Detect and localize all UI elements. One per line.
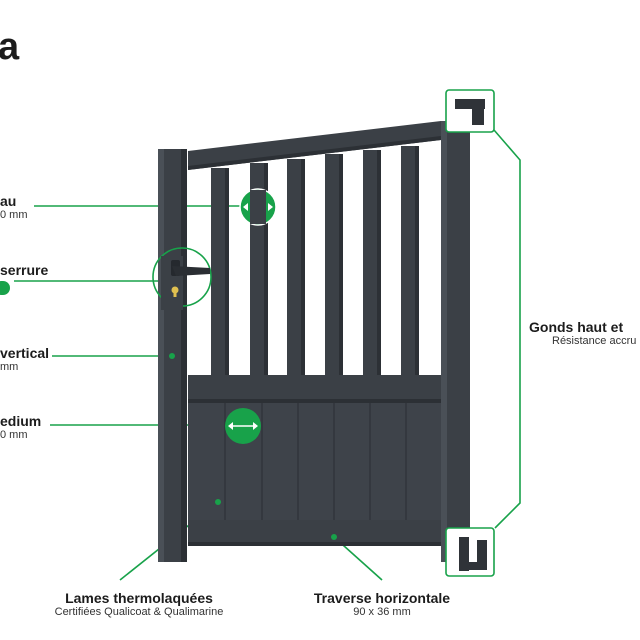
hinge-icon [445,527,495,577]
label-barreau-title: au [0,193,17,209]
label-montant-title: vertical [0,345,50,361]
bottom-rail [188,520,441,546]
double-arrow-icon [239,188,277,226]
label-traverse: Traverse horizontale 90 x 36 mm [300,590,464,618]
label-barreau-sub: 0 mm [0,209,28,221]
label-traverse-sub: 90 x 36 mm [353,606,411,618]
product-title: a [0,26,20,68]
lock-detail [152,247,212,310]
label-gonds: Gonds haut et Résistance accru [529,319,636,347]
hinge-icon [445,89,495,133]
label-montant: vertical mm [0,345,49,373]
certification-badge [0,281,10,295]
label-serrure: serrure [0,262,48,278]
keyhole-icon [171,286,179,297]
callout-line-gonds [493,129,521,529]
panel-slats [224,403,407,522]
label-lames-sub: Certifiées Qualicoat & Qualimarine [54,606,224,618]
middle-rail [188,375,441,403]
label-lames: Lames thermolaquées Certifiées Qualicoat… [44,590,234,618]
label-montant-sub: mm [0,361,19,373]
door-handle-icon [171,260,210,276]
top-rail [188,121,441,170]
label-serrure-title: serrure [0,262,49,278]
label-traverse-title: Traverse horizontale [313,590,451,606]
label-gonds-sub: Résistance accru [552,335,637,347]
label-barreau: au 0 mm [0,193,28,221]
label-medium-title: edium [0,413,42,429]
label-medium: edium 0 mm [0,413,41,441]
label-medium-sub: 0 mm [0,429,28,441]
double-arrow-icon [225,408,261,444]
pickets [211,146,419,376]
label-lames-title: Lames thermolaquées [65,590,213,606]
label-gonds-title: Gonds haut et [529,319,624,335]
